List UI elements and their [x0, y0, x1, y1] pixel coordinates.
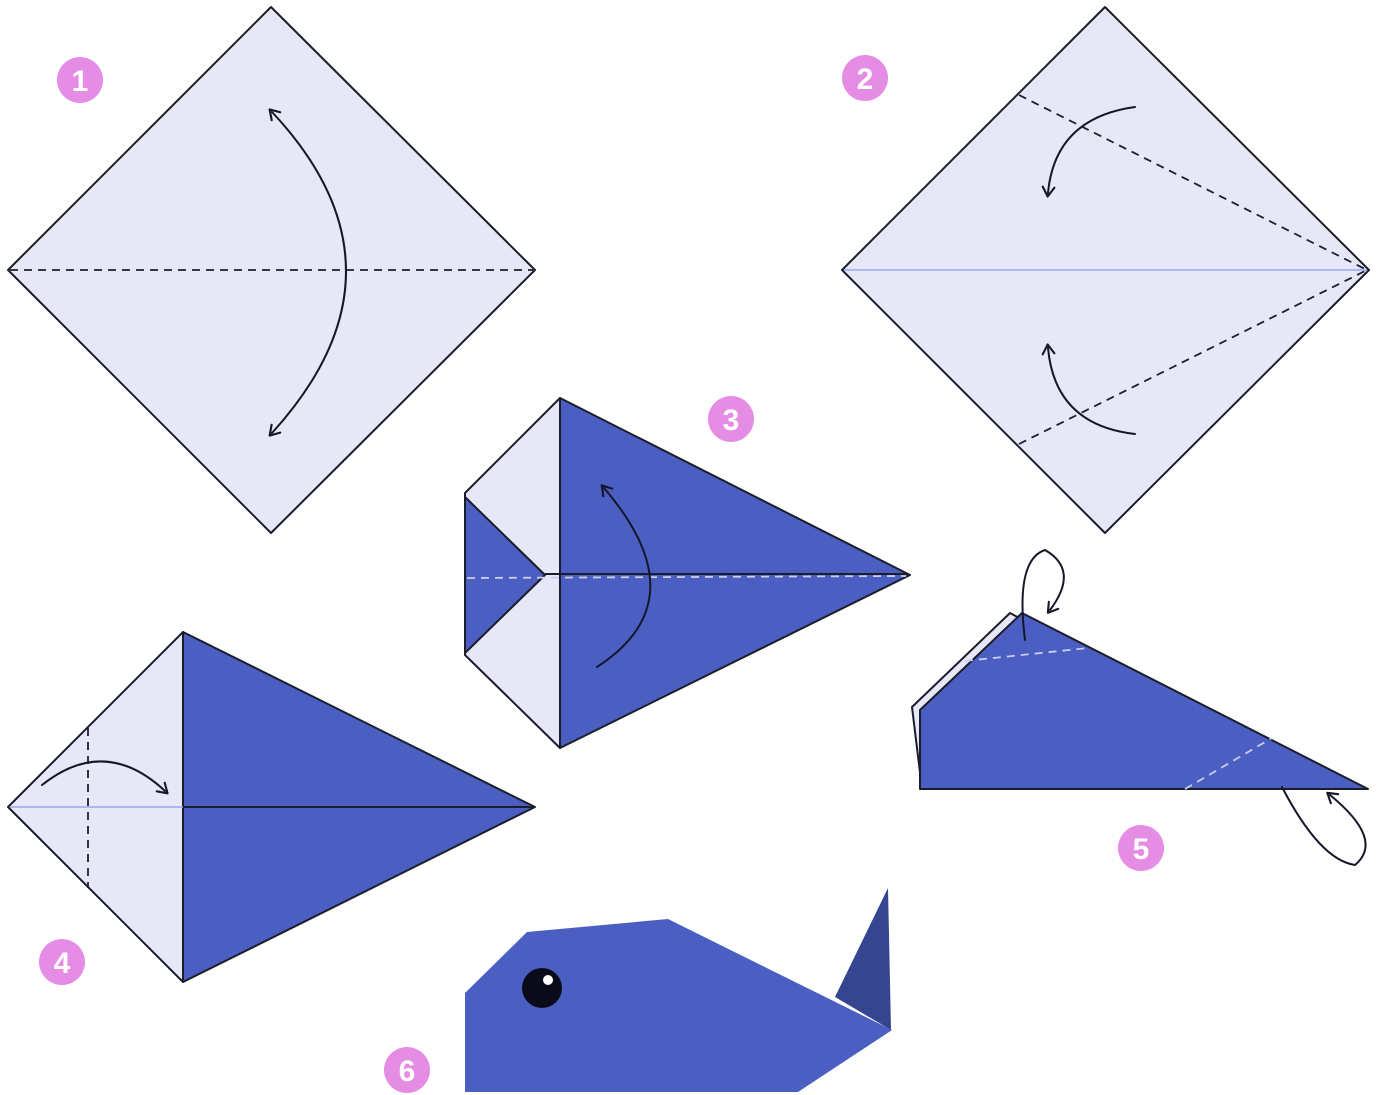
whale-body	[465, 919, 892, 1092]
step-badge: 2	[842, 55, 888, 101]
step-4: 4	[7, 631, 536, 985]
valley-fold-line	[466, 575, 907, 579]
step-number: 3	[723, 404, 740, 437]
step-badge-circle	[57, 57, 103, 103]
step-badge: 6	[384, 1047, 430, 1093]
step-badge: 4	[39, 939, 85, 985]
fold-arrow-icon	[1041, 343, 1136, 435]
valley-fold-line-top	[1018, 94, 1368, 271]
step-badge-circle	[1118, 825, 1164, 871]
whale-tail	[835, 888, 891, 1030]
folded-body	[919, 612, 1369, 790]
step-2: 2	[841, 6, 1370, 534]
step-badge-circle	[384, 1047, 430, 1093]
step-badge: 3	[708, 396, 754, 442]
step-3: 3	[464, 396, 911, 749]
step-number: 6	[399, 1055, 416, 1088]
step-1: 1	[7, 6, 536, 534]
step-number: 4	[54, 947, 71, 980]
step-badge-circle	[39, 939, 85, 985]
fold-arrow-icon	[1041, 106, 1136, 198]
step-number: 2	[857, 63, 874, 96]
inside-reverse-fold-line	[1184, 737, 1273, 790]
whale-eye	[522, 968, 562, 1008]
step-badge: 5	[1118, 825, 1164, 871]
inner-flap	[464, 496, 546, 654]
step-badge-circle	[708, 396, 754, 442]
fold-arrow-icon	[1281, 786, 1367, 866]
valley-fold-line-bottom	[1018, 269, 1368, 445]
fold-arrow-icon	[268, 108, 347, 437]
step-6: 6	[384, 888, 892, 1093]
inside-reverse-fold-line	[964, 647, 1089, 662]
fold-arrow-icon	[596, 484, 652, 668]
step-badge-circle	[842, 55, 888, 101]
step-badge: 1	[57, 57, 103, 103]
fold-arrow-icon	[1021, 549, 1065, 641]
step-number: 1	[72, 65, 89, 98]
fold-arrow-icon	[41, 760, 169, 795]
step-5: 5	[911, 549, 1369, 871]
step-number: 5	[1133, 833, 1150, 866]
whale-eye-highlight	[543, 975, 553, 985]
